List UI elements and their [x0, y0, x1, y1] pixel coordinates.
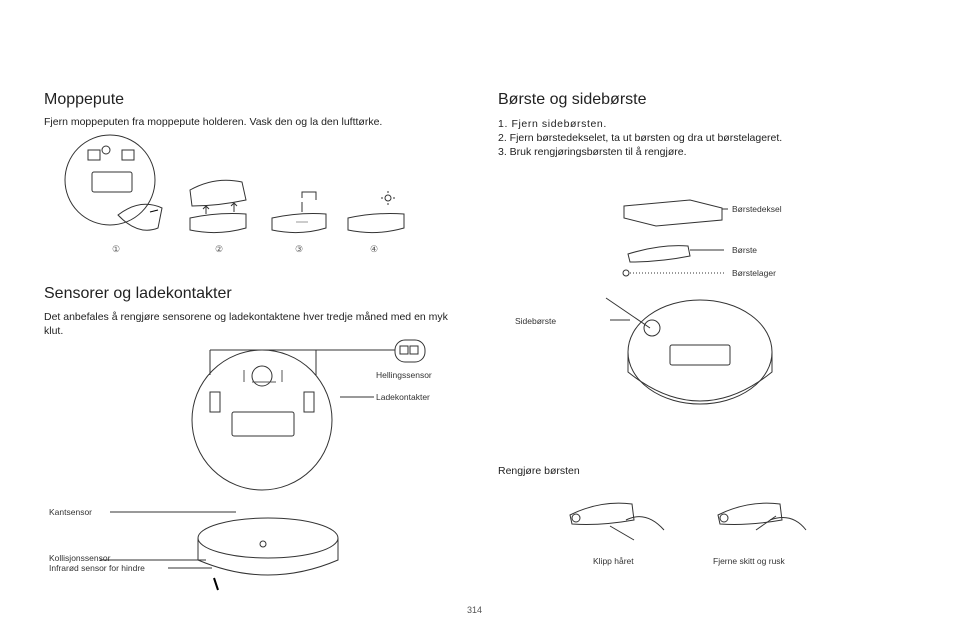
infrared-sensor-label: Infrarød sensor for hindre — [49, 563, 145, 573]
sensorer-title: Sensorer og ladekontakter — [44, 285, 232, 302]
borste-title: Børste og sidebørste — [498, 91, 647, 108]
mop-step-1: ① — [112, 244, 121, 254]
charging-contacts-label: Ladekontakter — [376, 392, 430, 402]
mop-step-2: ② — [215, 244, 224, 254]
page-number: 314 — [467, 605, 483, 615]
borste-step-3: 3. Bruk rengjøringsbørsten til å rengjør… — [498, 146, 687, 158]
cut-hair-label: Klipp håret — [593, 556, 634, 566]
collision-sensor-label: Kollisjonssensor — [49, 553, 111, 563]
edge-sensor-label: Kantsensor — [49, 507, 92, 517]
moppepute-text: Fjern moppeputen fra moppepute holderen.… — [44, 116, 383, 128]
borste-step-1: 1. Fjern sidebørsten. — [498, 118, 607, 130]
tilt-sensor-label: Hellingssensor — [376, 370, 432, 380]
borste-step-2: 2. Fjern børstedekselet, ta ut børsten o… — [498, 132, 783, 144]
brush-cover-label: Børstedeksel — [732, 204, 782, 214]
sensorer-text: Det anbefales å rengjøre sensorene og la… — [44, 311, 448, 337]
mop-step-3: ③ — [295, 244, 304, 254]
side-brush-label: Sidebørste — [515, 316, 557, 326]
brush-bearing-label: Børstelager — [732, 268, 776, 278]
moppepute-title: Moppepute — [44, 91, 125, 108]
mop-step-4: ④ — [370, 244, 379, 254]
remove-dirt-label: Fjerne skitt og rusk — [713, 556, 785, 566]
brush-label: Børste — [732, 245, 758, 255]
clean-brush-title: Rengjøre børsten — [498, 465, 580, 477]
